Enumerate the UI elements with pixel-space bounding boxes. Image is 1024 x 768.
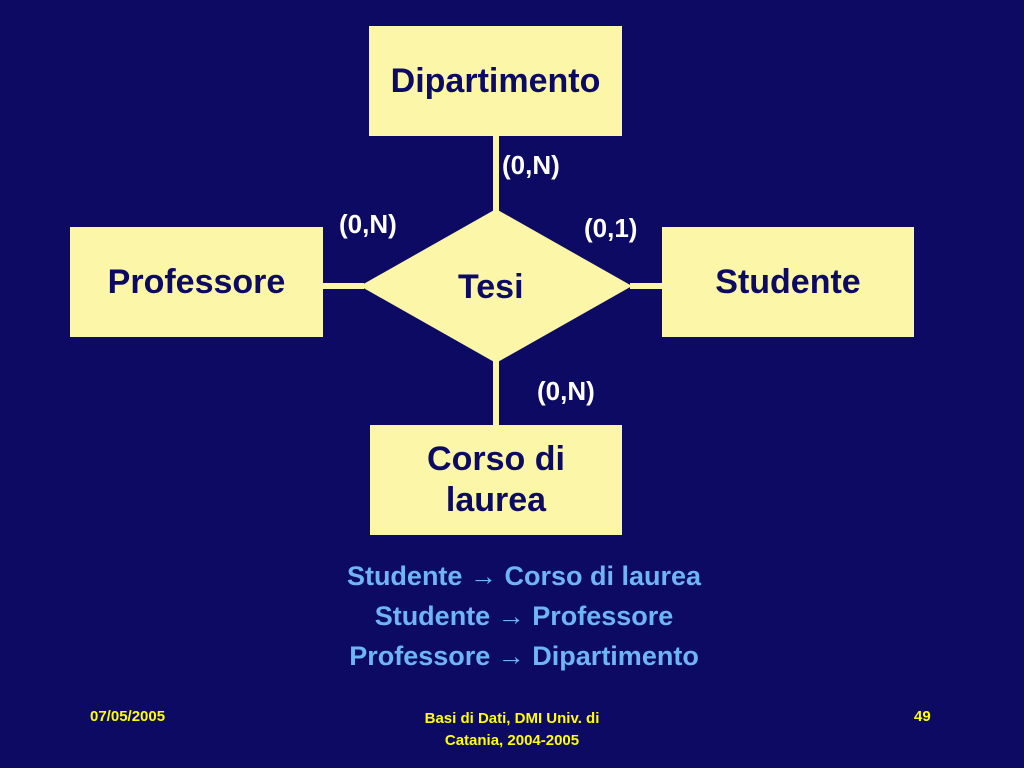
entity-studente-label: Studente [715,262,861,301]
functional-dependencies: Studente → Corso di laurea Studente → Pr… [250,556,798,676]
footer-course-line2: Catania, 2004-2005 [444,732,580,749]
relationship-label: Tesi [458,268,524,306]
dependency-line: Studente → Corso di laurea [346,561,702,591]
footer-date: 07/05/2005 [90,708,166,725]
entity-professore-label: Professore [107,262,286,301]
entity-corso-di-laurea: Corso di laurea [370,425,622,535]
dependency-line: Professore → Dipartimento [349,641,699,671]
entity-dipartimento-label: Dipartimento [390,61,601,100]
cardinality-studente: (0,1) [584,213,638,243]
footer-page-number: 49 [914,708,931,725]
entity-studente: Studente [662,227,914,337]
relationship-diamond [360,209,632,363]
footer-course: Basi di Dati, DMI Univ. di Catania, 2004… [372,708,652,752]
entity-dipartimento: Dipartimento [369,26,622,136]
dependency-line: Studente → Professore [374,601,674,631]
entity-corso-label-line2: laurea [445,481,547,519]
cardinality-corso: (0,N) [537,376,595,406]
footer-course-line1: Basi di Dati, DMI Univ. di [424,710,600,727]
cardinality-dipartimento: (0,N) [502,150,560,180]
entity-corso-label-line1: Corso di [427,440,565,479]
cardinality-professore: (0,N) [339,209,397,239]
entity-professore: Professore [70,227,323,337]
